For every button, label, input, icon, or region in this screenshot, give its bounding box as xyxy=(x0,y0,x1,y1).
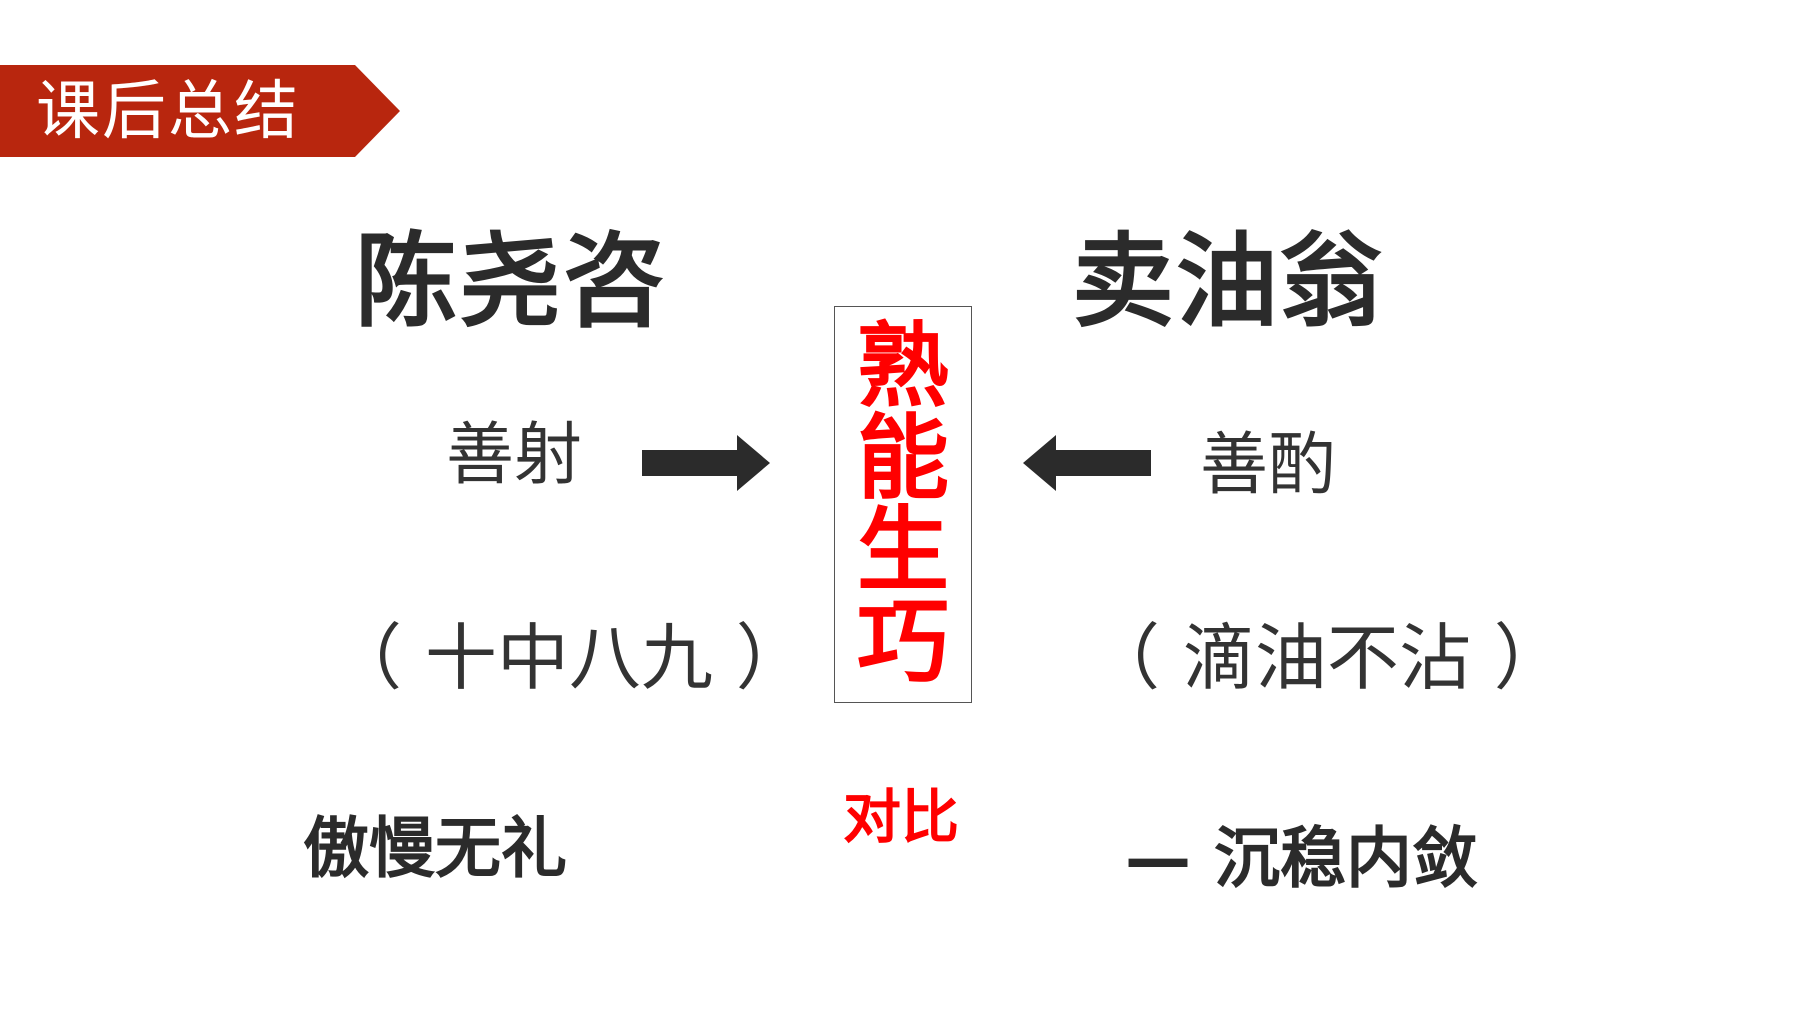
page-title: 课后总结 xyxy=(36,75,300,149)
left-name: 陈尧咨 xyxy=(355,223,667,342)
right-detail: （ 滴油不沾 ） xyxy=(1088,616,1566,700)
left-detail: （ 十中八九 ） xyxy=(330,616,808,700)
right-name: 卖油翁 xyxy=(1072,223,1384,342)
center-char: 生 xyxy=(856,496,949,604)
left-trait: 傲慢无礼 xyxy=(303,810,567,887)
center-box: 熟 能 生 巧 xyxy=(834,306,972,703)
right-trait: — 沉稳内敛 xyxy=(1125,820,1478,897)
center-char: 能 xyxy=(856,404,949,512)
left-skill: 善射 xyxy=(446,416,583,495)
arrow-right-icon xyxy=(642,435,770,491)
contrast-label: 对比 xyxy=(843,783,960,851)
center-char: 巧 xyxy=(856,588,949,696)
arrow-left-icon xyxy=(1023,435,1151,491)
title-banner xyxy=(0,65,400,157)
center-char: 熟 xyxy=(856,312,949,420)
right-skill: 善酌 xyxy=(1200,426,1337,505)
